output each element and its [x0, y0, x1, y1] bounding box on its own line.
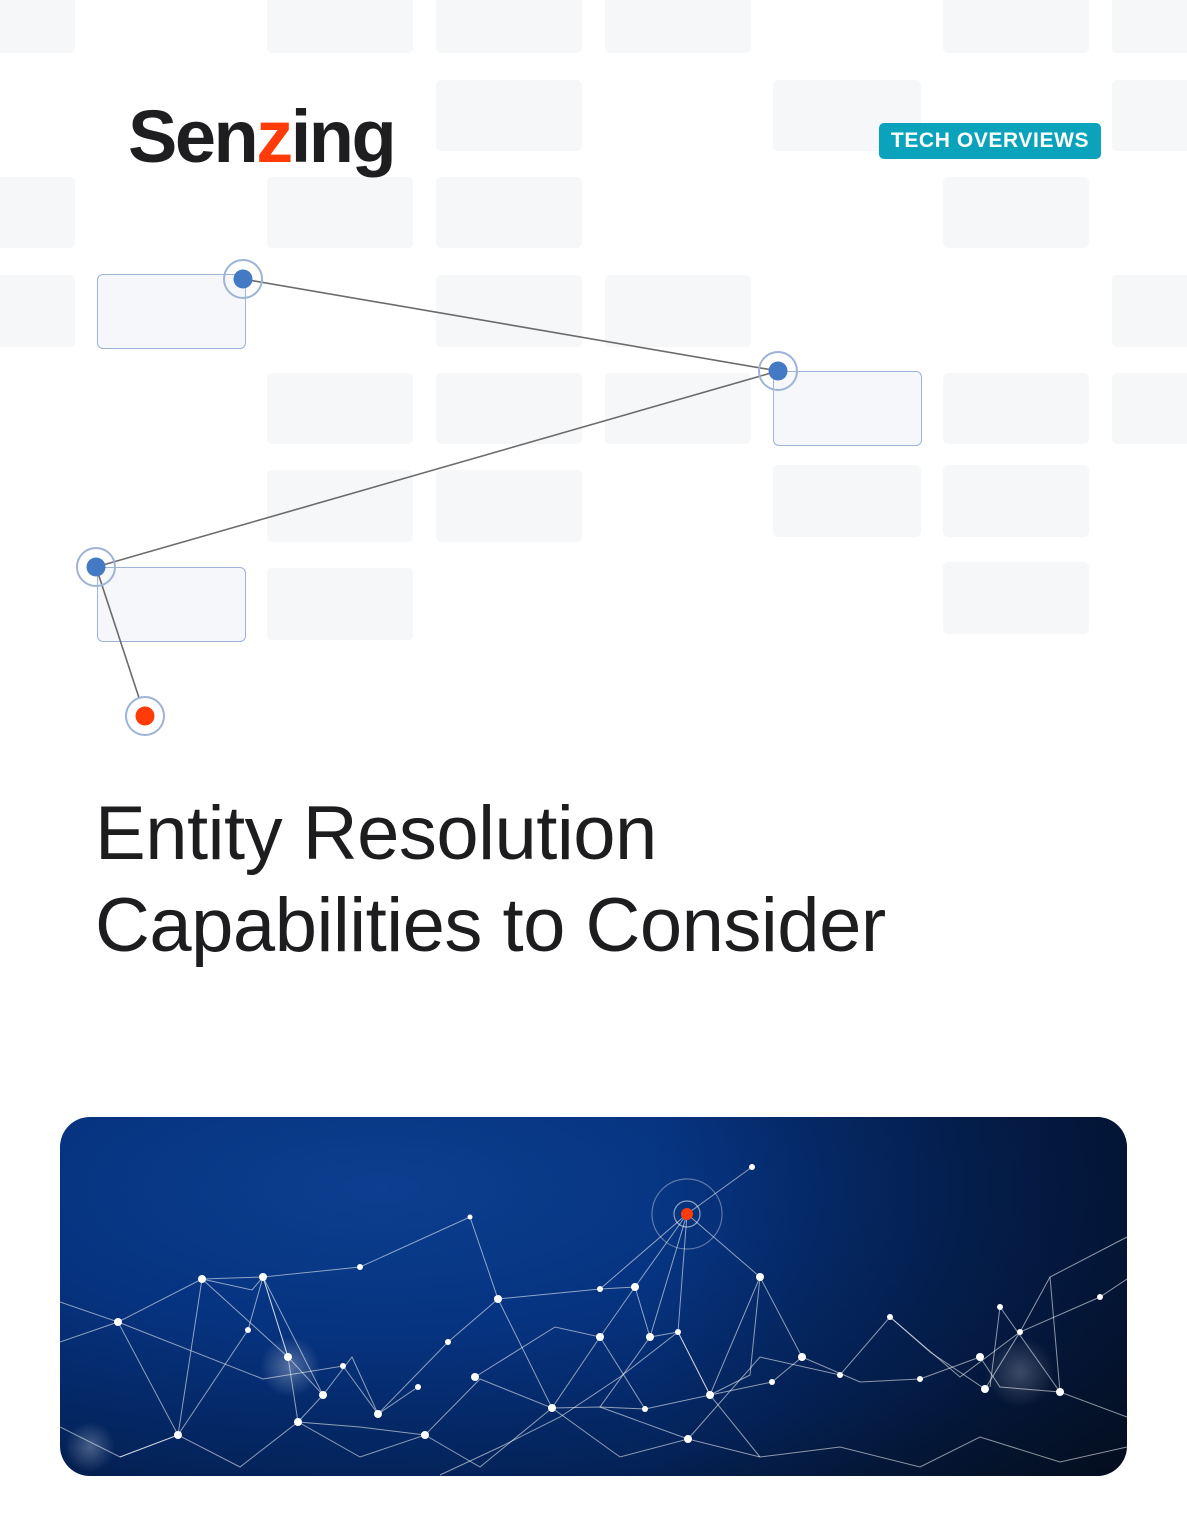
entity-record-box-3	[97, 567, 246, 642]
bg-tile	[943, 0, 1089, 53]
logo-accent: z	[256, 95, 293, 178]
bg-tile	[436, 470, 582, 542]
bg-tile	[436, 177, 582, 248]
bg-tile	[773, 465, 921, 537]
bg-tile	[605, 275, 751, 347]
bg-tile	[1112, 275, 1187, 347]
logo-suffix: ing	[290, 95, 397, 178]
node-dot-icon	[135, 706, 155, 726]
bg-tile	[436, 275, 582, 347]
category-badge: TECH OVERVIEWS	[879, 123, 1101, 159]
bg-tile	[0, 177, 75, 248]
bg-tile	[267, 0, 413, 53]
title-line-2: Capabilities to Consider	[95, 883, 886, 968]
node-4-highlight	[125, 696, 165, 736]
bg-tile	[943, 177, 1089, 248]
bg-tile	[0, 0, 75, 53]
senzing-logo: Senzing	[128, 100, 397, 174]
bg-tile	[436, 80, 582, 151]
bg-tile	[267, 373, 413, 444]
hero-network-image	[60, 1117, 1127, 1476]
page-title: Entity Resolution Capabilities to Consid…	[95, 788, 886, 972]
bg-tile	[267, 470, 413, 542]
node-ring-icon	[125, 696, 165, 736]
bg-tile	[267, 177, 413, 248]
bg-tile	[267, 568, 413, 640]
bg-tile	[943, 373, 1089, 444]
bg-tile	[605, 373, 751, 444]
highlight-target-icon	[651, 1178, 723, 1250]
network-mesh-icon	[60, 1164, 1127, 1476]
bg-tile	[943, 465, 1089, 537]
bg-tile	[943, 562, 1089, 634]
bg-tile	[436, 373, 582, 444]
bg-tile	[0, 275, 75, 347]
logo-prefix: Sen	[128, 95, 259, 178]
bg-tile	[1112, 80, 1187, 151]
title-line-1: Entity Resolution	[95, 791, 657, 876]
entity-record-box-1	[97, 274, 246, 349]
bg-tile	[1112, 0, 1187, 53]
entity-record-box-2	[773, 371, 922, 446]
bg-tile	[1112, 373, 1187, 444]
bg-tile	[436, 0, 582, 53]
bg-tile	[605, 0, 751, 53]
